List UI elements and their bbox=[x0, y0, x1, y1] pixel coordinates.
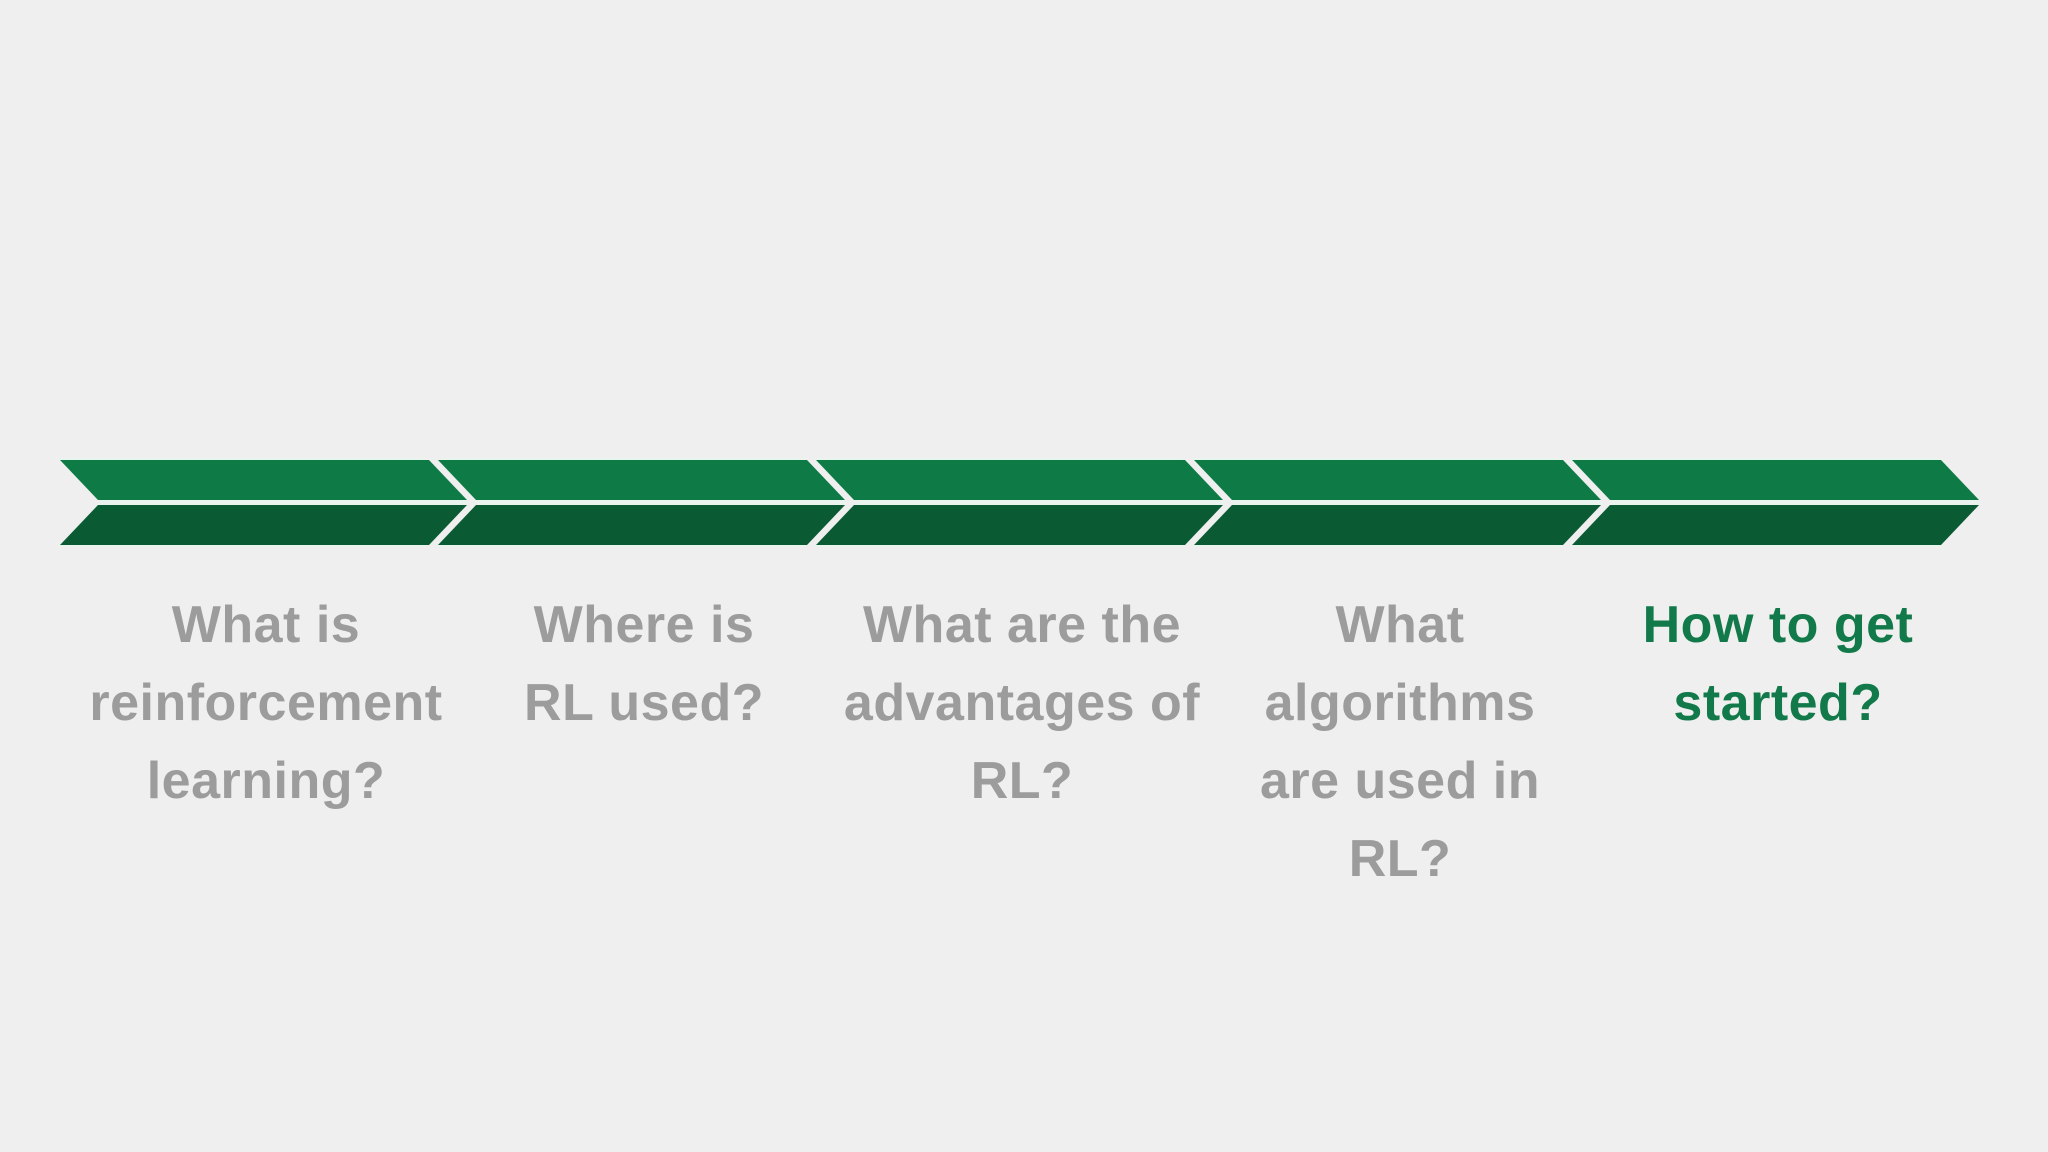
step-label-1: What is reinforcement learning? bbox=[89, 596, 443, 810]
chevron-step-5 bbox=[1570, 458, 1981, 547]
chevron-step-4 bbox=[1192, 458, 1603, 547]
step-label-4: What algorithms are used in RL? bbox=[1259, 596, 1541, 888]
chevron-step-3 bbox=[814, 458, 1225, 547]
chevron-step-1 bbox=[58, 458, 469, 547]
step-label-2: Where is RL used? bbox=[524, 596, 764, 732]
chevron-step-2 bbox=[436, 458, 847, 547]
step-label-5: How to get started? bbox=[1642, 596, 1914, 732]
step-label-3: What are the advantages of RL? bbox=[843, 596, 1201, 810]
